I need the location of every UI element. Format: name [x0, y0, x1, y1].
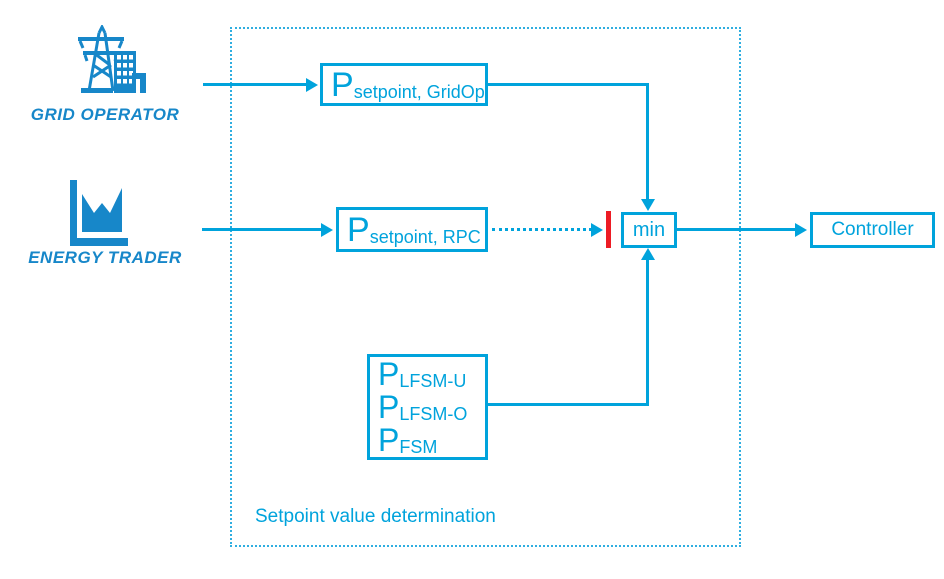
- p-symbol: P: [378, 388, 400, 425]
- arrowhead-rpc-to-min: [591, 222, 603, 237]
- p-symbol: P: [331, 65, 354, 104]
- controller-label: Controller: [831, 219, 914, 240]
- connector-rpc-dotted: [492, 228, 592, 231]
- arrowhead-lfsm-to-min: [640, 248, 655, 260]
- arrowhead-gridop-to-min: [640, 199, 655, 211]
- connector-lfsm-h: [488, 403, 649, 406]
- arrowhead-trader-in: [321, 222, 333, 237]
- area-chart-icon: [70, 180, 136, 251]
- p-subscript: FSM: [399, 436, 438, 457]
- limiter-bar: [606, 211, 611, 248]
- transmission-tower-building-icon: [72, 23, 146, 102]
- connector-gridop-v: [646, 83, 649, 200]
- grid-operator-label: GRID OPERATOR: [30, 105, 180, 124]
- frame-title: Setpoint value determination: [255, 506, 496, 527]
- connector-gridop-h: [488, 83, 649, 86]
- connector-lfsm-v: [646, 259, 649, 406]
- p-subscript: LFSM-U: [399, 370, 467, 391]
- p-subscript: setpoint, GridOp: [353, 82, 485, 102]
- p-symbol: P: [378, 355, 400, 392]
- p-subscript: LFSM-O: [399, 403, 468, 424]
- arrowhead-gridop-in: [306, 77, 318, 92]
- connector-min-controller: [677, 228, 796, 231]
- block-controller: Controller: [810, 212, 935, 248]
- arrowhead-min-to-controller: [795, 222, 807, 237]
- p-subscript: setpoint, RPC: [369, 227, 481, 247]
- min-label: min: [632, 218, 666, 241]
- setpoint-determination-frame: [230, 27, 741, 547]
- p-symbol: P: [347, 210, 370, 249]
- energy-trader-label: ENERGY TRADER: [28, 248, 182, 267]
- block-min: min: [621, 212, 677, 248]
- connector-gridop-in: [203, 83, 307, 86]
- p-symbol: P: [378, 421, 400, 458]
- connector-trader-in: [202, 228, 322, 231]
